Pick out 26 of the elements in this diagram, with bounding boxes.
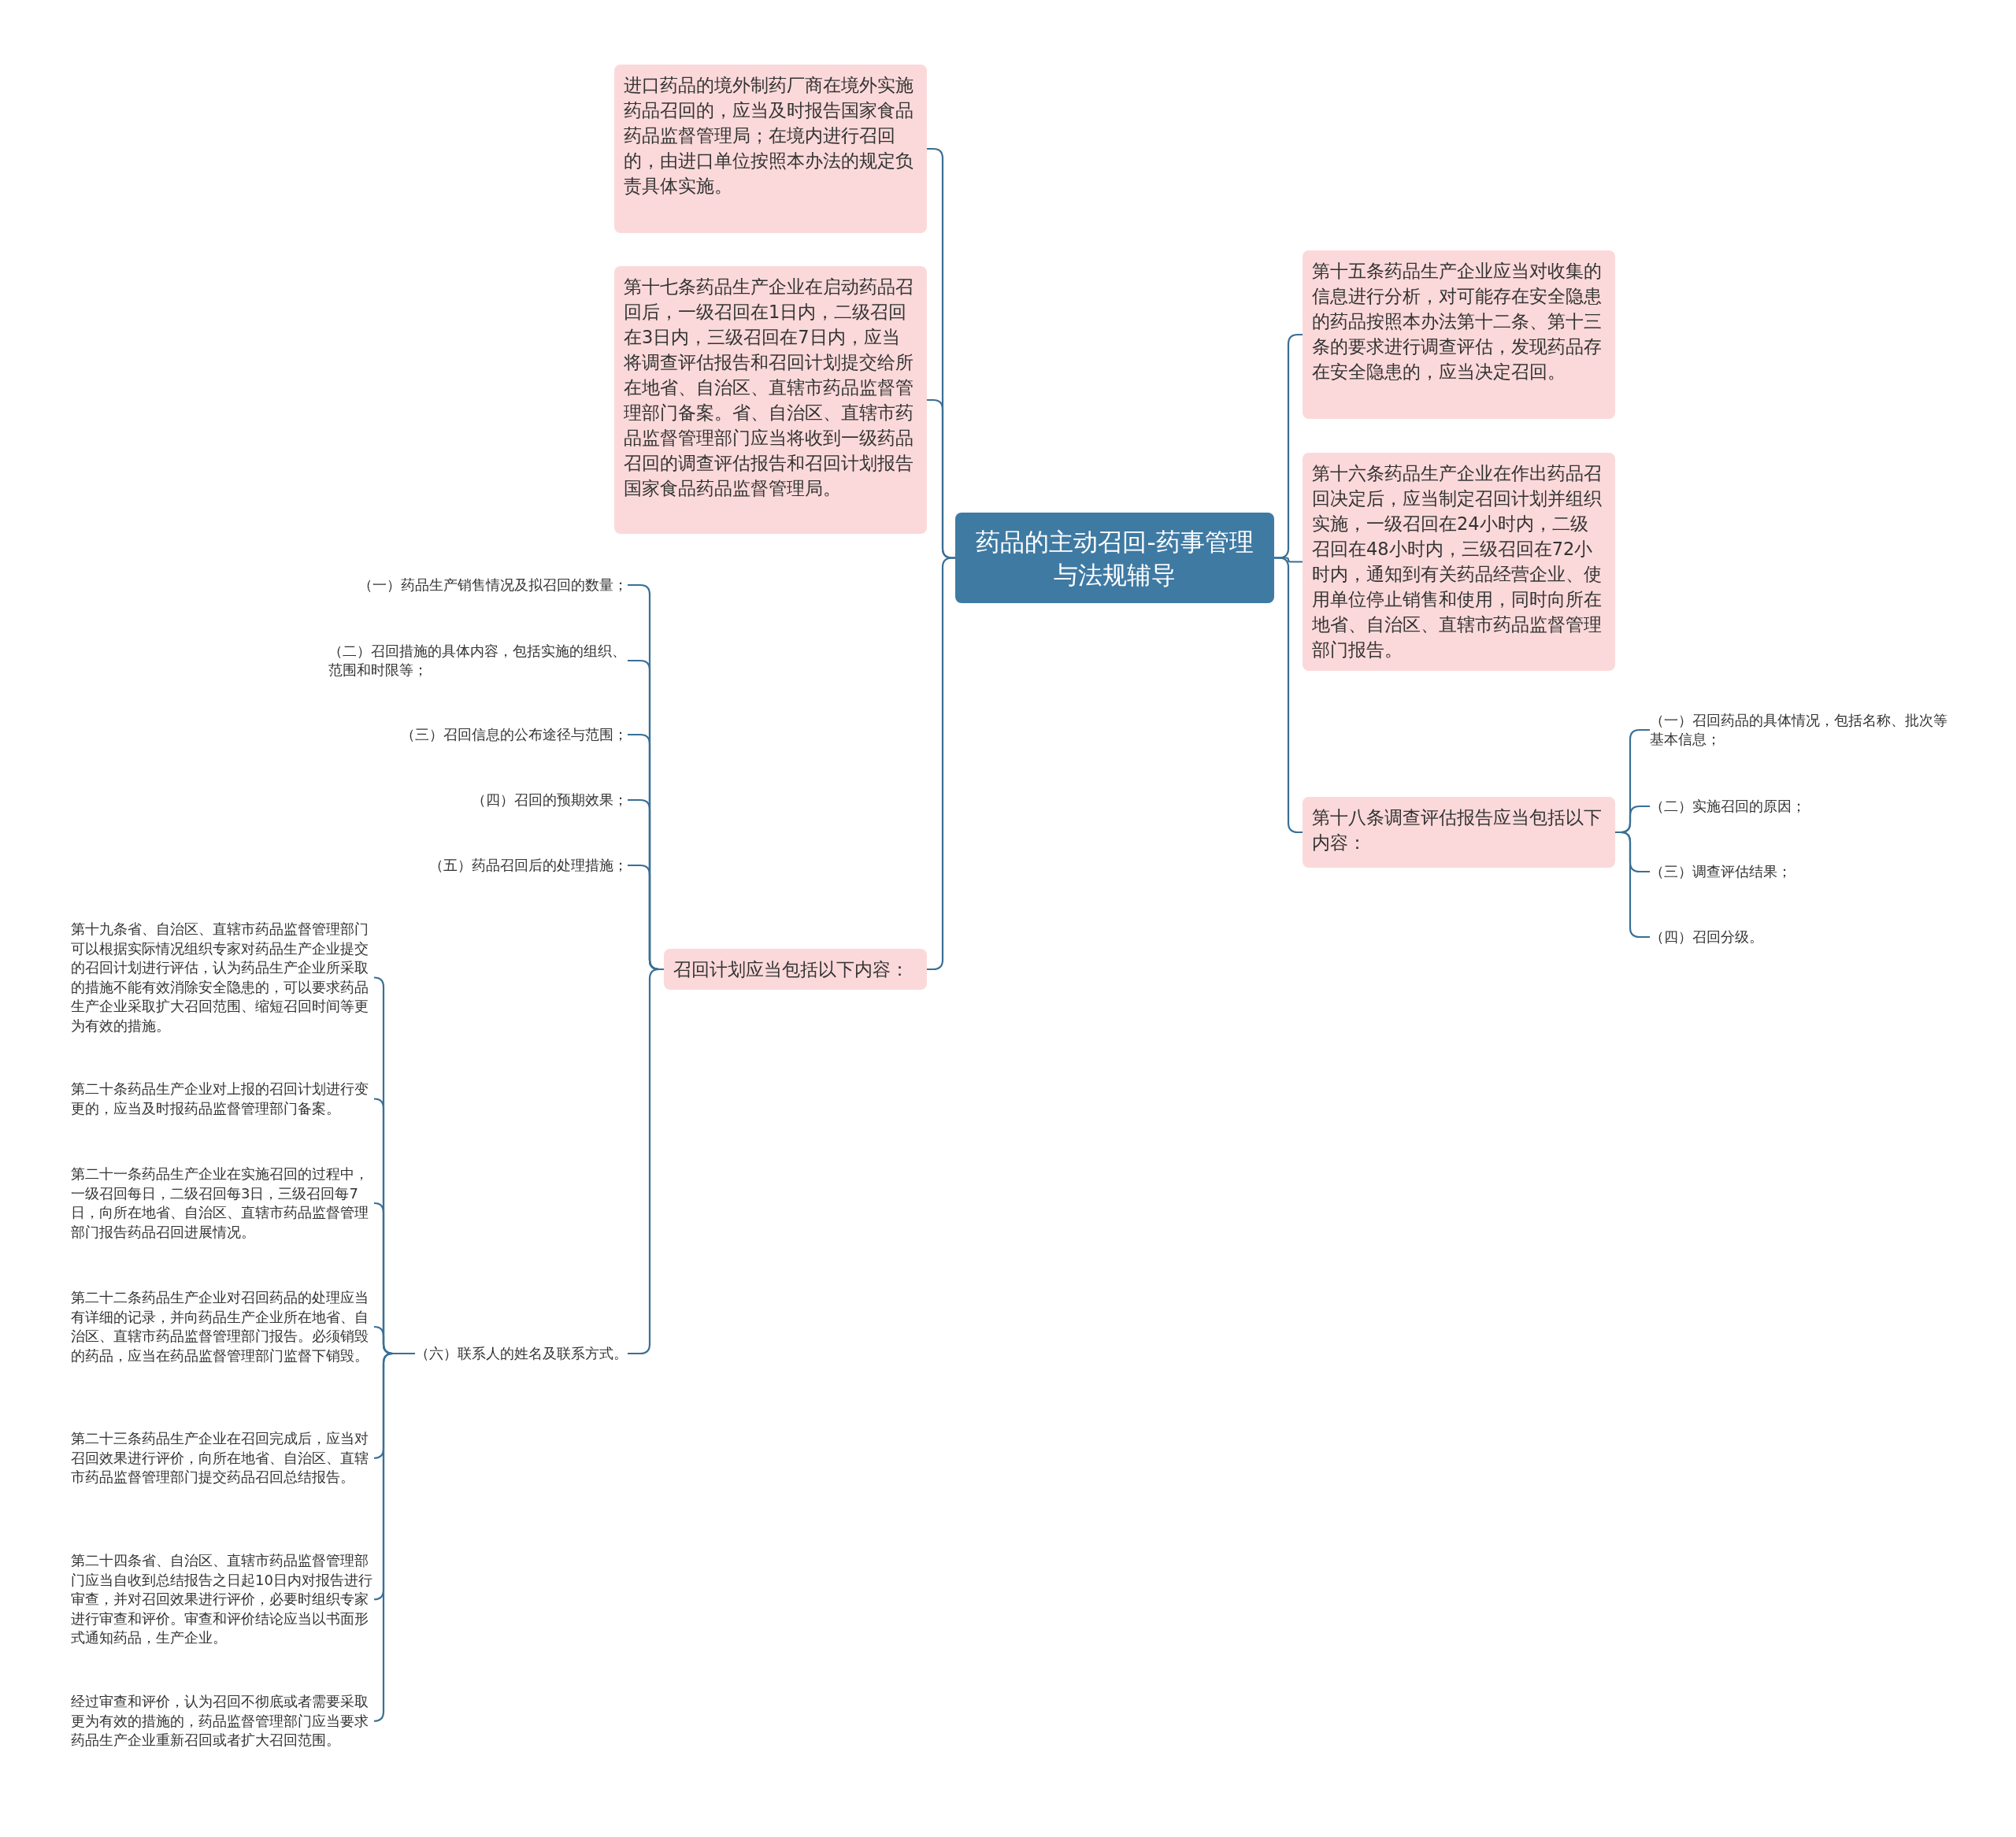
paragraph: 第十九条省、自治区、直辖市药品监督管理部门可以根据实际情况组织专家对药品生产企业提交的召回计划进行评估，认为药品生产企业所采取的措施不能有效消除安全隐患的，可以要求药品生产企业采取扩大召回范围、缩短召回时间等更为有效的措施。 (71, 920, 374, 1035)
text-box: 第十六条药品生产企业在作出药品召回决定后，应当制定召回计划并组织实施，一级召回在24小时内，二级召回在48小时内，三级召回在72小时内，通知到有关药品经营企业、使用单位停止销售和使用，同时向所在地省、自治区、直辖市药品监督管理部门报告。 (1303, 453, 1615, 671)
paragraph: 第二十一条药品生产企业在实施召回的过程中，一级召回每日，二级召回每3日，三级召回每7日，向所在地省、自治区、直辖市药品监督管理部门报告药品召回进展情况。 (71, 1165, 374, 1242)
list-item: （一）召回药品的具体情况，包括名称、批次等基本信息； (1650, 711, 1957, 749)
list-item: （四）召回的预期效果； (472, 791, 628, 809)
paragraph: 第二十四条省、自治区、直辖市药品监督管理部门应当自收到总结报告之日起10日内对报告进行审查，并对召回效果进行评价，必要时组织专家进行审查和评价。审查和评价结论应当以书面形式通知药品，生产企业。 (71, 1551, 374, 1648)
text-box: 第十七条药品生产企业在启动药品召回后，一级召回在1日内，二级召回在3日内，三级召回在7日内，应当将调查评估报告和召回计划提交给所在地省、自治区、直辖市药品监督管理部门备案。省、自治区、直辖市药品监督管理部门应当将收到一级药品召回的调查评估报告和召回计划报告国家食品药品监督管理局。 (614, 266, 927, 534)
list-item: （一）药品生产销售情况及拟召回的数量； (358, 576, 628, 594)
text-box: 第十八条调查评估报告应当包括以下内容： (1303, 797, 1615, 868)
paragraph: 第二十二条药品生产企业对召回药品的处理应当有详细的记录，并向药品生产企业所在地省、自治区、直辖市药品监督管理部门报告。必须销毁的药品，应当在药品监督管理部门监督下销毁。 (71, 1288, 374, 1365)
connector-line (372, 1352, 415, 1722)
paragraph: 经过审查和评价，认为召回不彻底或者需要采取更为有效的措施的，药品监督管理部门应当要求药品生产企业重新召回或者扩大召回范围。 (71, 1692, 374, 1750)
text-box: 召回计划应当包括以下内容： (664, 949, 927, 990)
list-item: （二）召回措施的具体内容，包括实施的组织、范围和时限等； (328, 642, 628, 680)
list-item: （三）召回信息的公布途径与范围； (401, 725, 628, 744)
list-item: （三）调查评估结果； (1650, 862, 1792, 881)
list-item: （二）实施召回的原因； (1650, 797, 1806, 816)
list-item: （五）药品召回后的处理措施； (429, 856, 628, 875)
paragraph: 第二十三条药品生产企业在召回完成后，应当对召回效果进行评价，向所在地省、自治区、直辖市药品监督管理部门提交药品召回总结报告。 (71, 1429, 374, 1487)
connector-line (927, 557, 955, 971)
paragraph: 第二十条药品生产企业对上报的召回计划进行变更的，应当及时报药品监督管理部门备案。 (71, 1080, 374, 1118)
text-box: 第十五条药品生产企业应当对收集的信息进行分析，对可能存在安全隐患的药品按照本办法第十二条、第十三条的要求进行调查评估，发现药品存在安全隐患的，应当决定召回。 (1303, 250, 1615, 419)
list-item: （四）召回分级。 (1650, 928, 1763, 946)
topic-box: 药品的主动召回-药事管理与法规辅导 (955, 513, 1274, 603)
list-item: （六）联系人的姓名及联系方式。 (415, 1344, 628, 1363)
text-box: 进口药品的境外制药厂商在境外实施药品召回的，应当及时报告国家食品药品监督管理局；在境内进行召回的，由进口单位按照本办法的规定负责具体实施。 (614, 65, 927, 233)
